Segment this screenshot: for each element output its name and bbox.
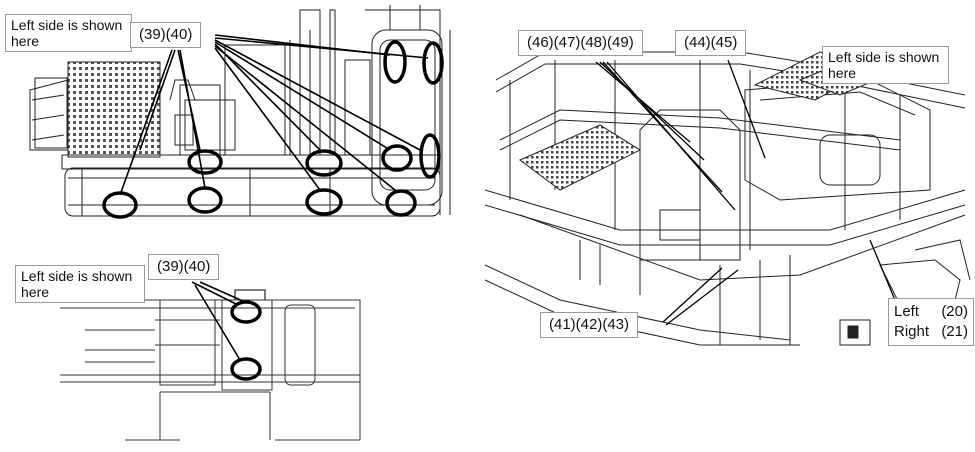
top-left-callout-39-40: (39)(40)	[130, 22, 202, 48]
bottom-left-side-note-line2: here	[21, 284, 50, 300]
bottom-left-callout-39-40: (39)(40)	[148, 254, 220, 280]
bottom-left-frame-drawing	[60, 289, 361, 441]
top-left-side-note-line1: Left side is shown	[11, 17, 123, 33]
top-left-side-note-line2: here	[11, 33, 40, 49]
bottom-left-bolt-markers	[230, 300, 262, 381]
left-side-number: (20)	[941, 303, 968, 320]
right-callout-41-43: (41)(42)(43)	[540, 312, 639, 338]
right-side-number: (21)	[941, 323, 968, 340]
bottom-left-leader-lines	[191, 281, 246, 361]
top-left-leader-lines	[119, 34, 429, 196]
top-left-machine-drawing	[29, 5, 451, 217]
right-side-note: Left side is shown here	[822, 46, 949, 84]
right-left-right-legend: Left (20) Right (21)	[888, 298, 974, 346]
top-left-side-note: Left side is shown here	[5, 14, 132, 52]
right-callout-44-45: (44)(45)	[675, 30, 747, 56]
right-side-note-line2: here	[828, 65, 857, 81]
right-side-note-line1: Left side is shown	[828, 49, 940, 65]
right-callout-46-49: (46)(47)(48)(49)	[518, 30, 643, 56]
bottom-left-side-note-line1: Left side is shown	[21, 268, 133, 284]
bottom-left-side-note: Left side is shown here	[15, 265, 145, 303]
right-leader-lines	[595, 59, 896, 326]
left-side-label: Left	[894, 303, 920, 320]
right-side-label: Right	[894, 323, 930, 340]
top-left-bolt-markers	[102, 40, 444, 219]
